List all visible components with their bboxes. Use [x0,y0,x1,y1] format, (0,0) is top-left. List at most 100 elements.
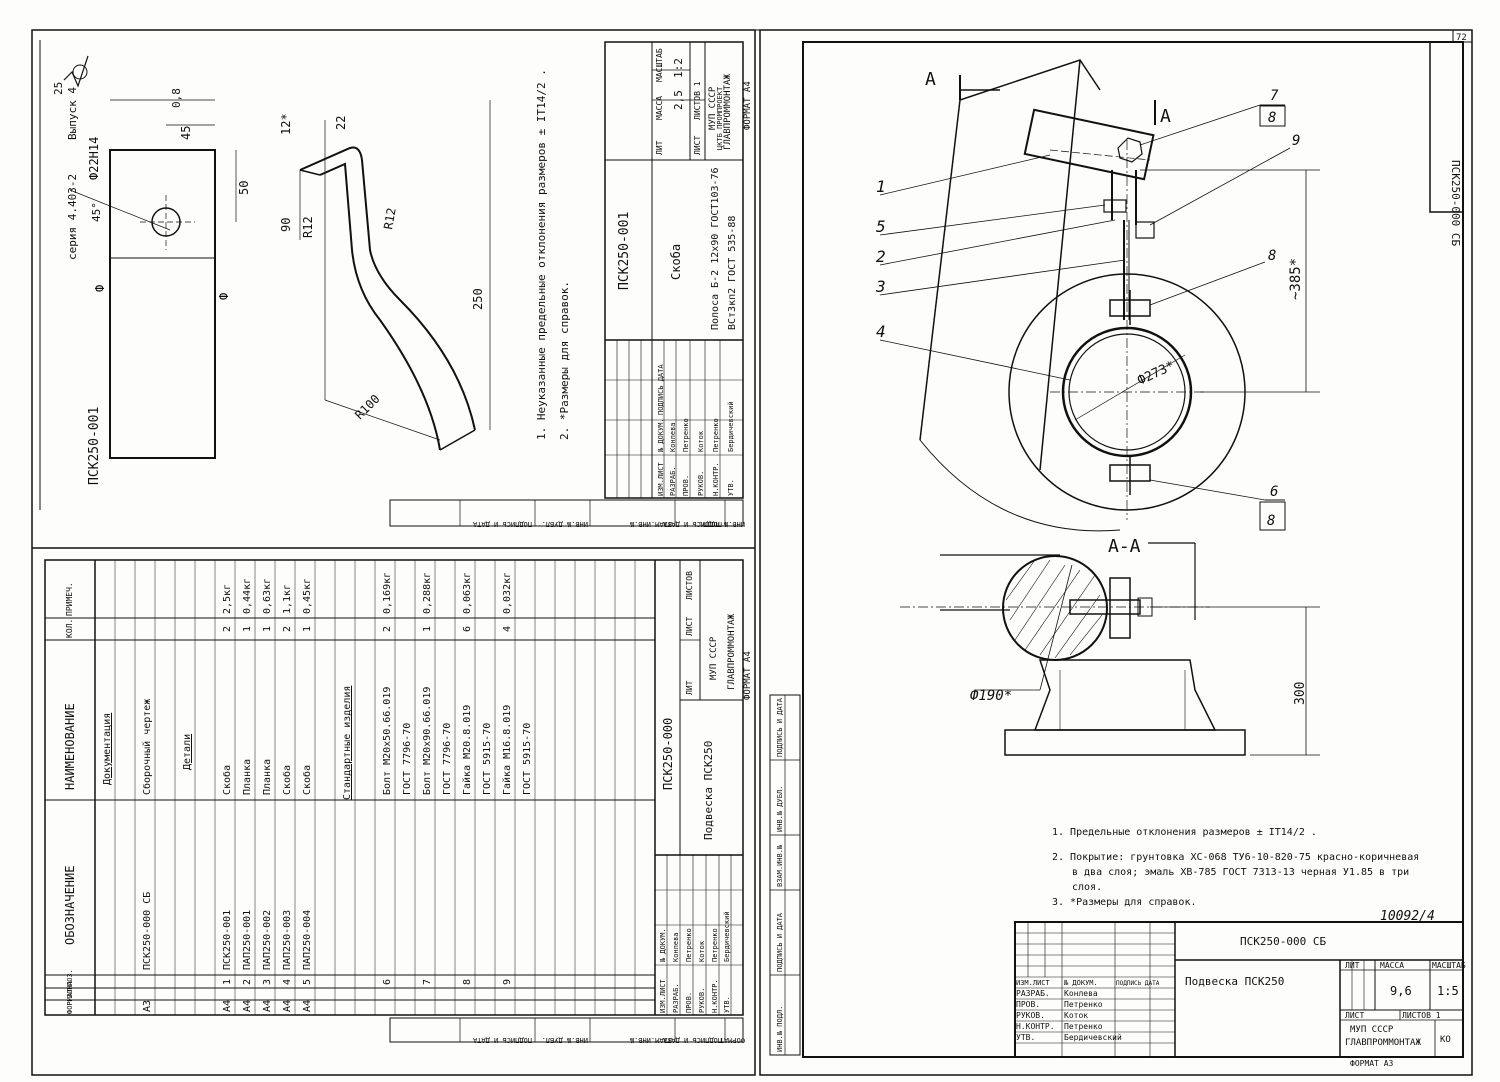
spec-row-6-pos: 4 [282,979,293,985]
spec-row-4-pos: 2 [242,979,253,985]
spec-hdr-code: ОБОЗНАЧЕНИЕ [63,866,77,945]
spec-tb-org1: МУП СССР [709,636,719,680]
tb-org1: МУП СССР [708,86,718,130]
tb-sign-r1: РАЗРАБ. [669,466,677,496]
asm-sign-4: Н.КОНТР. [1016,1022,1055,1031]
stamp-lt-3: ВЗАМ.ИНВ.№ [629,520,672,528]
dim-08: 0,8 [170,88,183,108]
spec-row-11-name: Болт М20х90.66.019 [422,687,433,795]
tb-org2: ГЛАВПРОММОНТАЖ [723,74,733,150]
spec-row-1-fmt: А3 [142,1000,153,1012]
tb-name-r2: Петренко [682,418,690,452]
spec-name-4: Петренко [711,928,719,962]
asm-sign-3: РУКОВ. [1016,1011,1045,1020]
spec-rows: Документация А3 ПСК250-000 СБ Сборочный … [102,572,533,1012]
tb-format: ФОРМАТ А4 [743,81,753,130]
tb-name-r5: Бердичевский [727,401,735,452]
title-block-assembly: ПСК250-000 СБ Подвеска ПСК250 ЛИТ МАССА … [1014,921,1466,1068]
stamp-r-5: ПОДПИСЬ И ДАТА [776,697,784,757]
spec-hdr-note: ПРИМЕЧ. [65,582,74,616]
dim-r12b: R12 [381,207,399,231]
spec-row-4-code: ПАП250-001 [242,910,253,970]
tb-sheets: ЛИСТОВ 1 [693,81,702,120]
note-1: 1. Неуказанные предельные отклонения раз… [535,69,548,440]
asm-sign-1: РАЗРАБ. [1016,989,1050,998]
spec-row-15-qty: 4 [502,626,513,632]
section-aa-label: А-А [1108,536,1141,557]
spec-row-13-qty: 6 [462,626,473,632]
asm-sign-2: ПРОВ. [1016,1000,1040,1009]
asm-note-2: 2. Покрытие: грунтовка ХС-068 ТУ6-10-820… [1052,852,1419,863]
dim-45deg: 45° [90,202,103,222]
spec-hdr-name: НАИМЕНОВАНИЕ [63,703,77,790]
asm-note-1: 1. Предельные отклонения размеров ± IT14… [1052,827,1317,838]
callout-2: 2 [876,247,886,266]
spec-row-9-name: Болт М20х50.66.019 [382,687,393,795]
tb-hdr-mass: МАССА [655,96,664,120]
callout-8: 8 [1268,248,1276,264]
asm-tb-sheet: ЛИСТ [1345,1011,1364,1020]
spec-row-8-name: Стандартные изделия [342,686,353,800]
spec-row-3-fmt: А4 [222,1000,233,1012]
spec-row-9-note: 0,169кг [382,572,393,614]
tb-material1: Полоса Б-2 12х90 ГОСТ103-76 [710,167,721,330]
tb-sign-r0: ИЗМ.ЛИСТ [657,461,665,496]
dim-d273: Ф273* [1135,358,1177,388]
callout-7: 7 [1270,88,1279,104]
stamp-lt-5: ПОДПИСЬ И ДАТА [472,520,532,528]
stamp-r-2: ПОДПИСЬ И ДАТА [776,912,784,972]
assembly-notes: 1. Предельные отклонения размеров ± IT14… [1052,827,1435,924]
dim-300: 300 [1293,682,1308,705]
asm-tb-sheets: ЛИСТОВ 1 [1402,1011,1441,1020]
spec-row-5-qty: 1 [262,626,273,632]
series-label: серия 4.403-2 [66,174,79,260]
asm-name-4: Петренко [1064,1022,1103,1031]
spec-row-4-fmt: А4 [242,1000,253,1012]
spec-hdr-zone: ЗОНА [66,980,74,998]
side-stamp-left-bottom: ФОРМАТ ПОДПИСЬ И ДАТА ВЗАМ.ИНВ.№ ИНВ.№ Д… [389,1017,745,1044]
spec-row-5-code: ПАП250-002 [262,910,273,970]
hatch [1005,559,1103,659]
spec-row-7-pos: 5 [302,979,313,985]
tb-org3: ЦКТБ ПРОМПРОЕКТ [716,86,724,150]
dim-r100: R100 [352,392,382,422]
spec-row-11-pos: 7 [422,979,433,985]
spec-row-4-name: Планка [242,759,253,795]
spec-row-7-code: ПАП250-004 [302,910,313,970]
asm-tb-format: ФОРМАТ А3 [1350,1059,1394,1068]
spec-row-5-note: 0,63кг [262,578,273,614]
spec-row-7-qty: 1 [302,626,313,632]
spec-name-1: Конлева [672,932,680,962]
section-a-left: А [925,69,936,90]
spec-row-13-name: Гайка М20.8.019 [461,705,473,795]
spec-row-6-fmt: А4 [282,1000,293,1012]
tb-name: Скоба [669,244,683,280]
asm-name-0: № ДОКУМ. [1063,979,1098,987]
spec-row-9-pos: 6 [382,979,393,985]
asm-tb-scale: 1:5 [1437,984,1459,998]
tb-scale: 1:2 [672,58,685,78]
tb-sign-r3: РУКОВ. [697,471,705,496]
stamp-lt-4: ИНВ.№ ДУБЛ. [542,520,588,528]
dim-r12a: R12 [301,216,315,238]
spec-row-3-pos: 1 [222,979,233,985]
asm-name-2: Петренко [1064,1000,1103,1009]
stamp-lt-2: ПОДПИСЬ И ДАТА [662,520,722,528]
spec-row-11-qty: 1 [422,626,433,632]
spec-tb-title: Подвеска ПСК250 [702,741,715,840]
spec-sign-0: ИЗМ.ЛИСТ [659,978,667,1013]
stamp-r-1: ИНВ.№ ПОДЛ. [776,1006,784,1052]
spec-row-3-qty: 2 [222,626,233,632]
asm-note-3: 3. *Размеры для справок. [1052,897,1197,908]
dim-45: 45 [179,126,193,140]
roughness-mark: 25 [52,82,65,95]
spec-row-13-note: 0,063кг [462,572,473,614]
spec-row-16-name: ГОСТ 5915-70 [522,723,533,795]
callout-3: 3 [875,277,886,296]
spec-row-5-pos: 3 [262,979,273,985]
tb-material2: ВСт3кп2 ГОСТ 535-88 [727,216,738,330]
spec-row-5-fmt: А4 [262,1000,273,1012]
asm-tb-org2: ГЛАВПРОММОНТАЖ [1345,1038,1421,1048]
